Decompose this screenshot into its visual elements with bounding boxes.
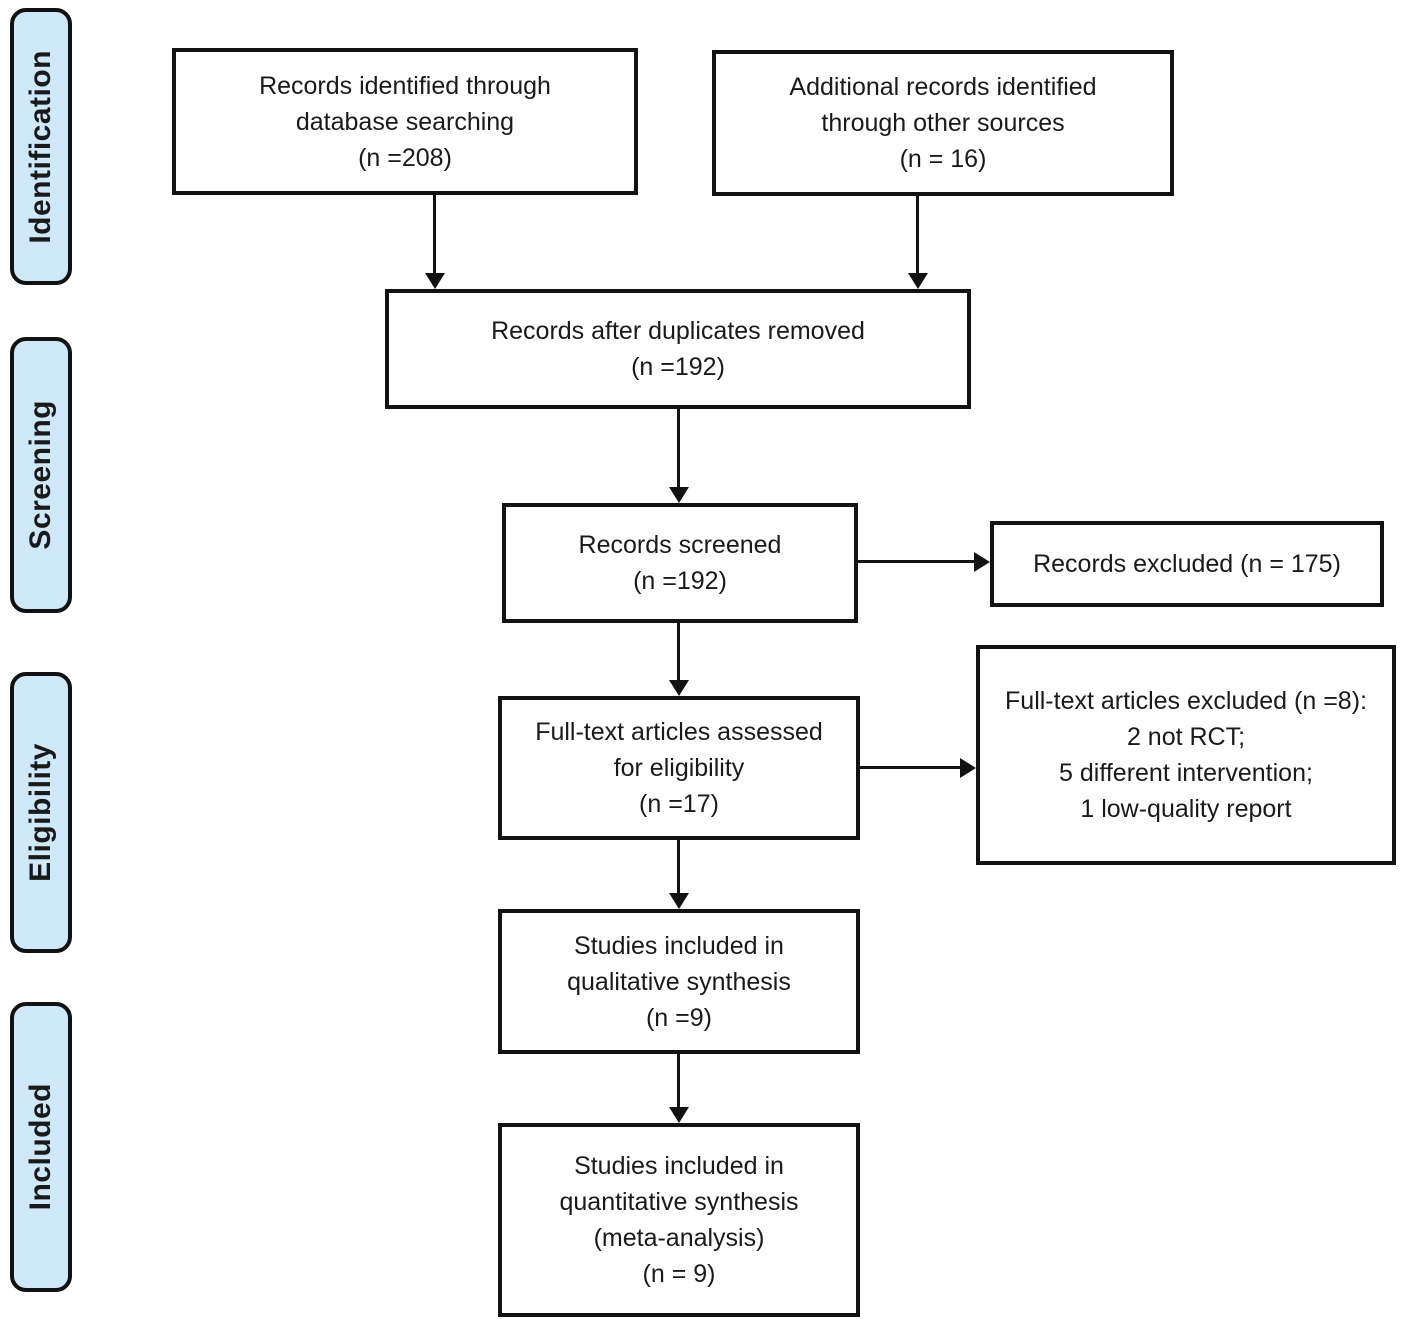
box-qualitative-synthesis-text: Studies included in qualitative synthesi… bbox=[567, 931, 791, 1032]
arrow-fulltext-to-fulltext-excluded bbox=[860, 766, 961, 769]
box-qualitative-synthesis: Studies included in qualitative synthesi… bbox=[498, 909, 860, 1054]
box-duplicates-removed: Records after duplicates removed (n =192… bbox=[385, 289, 971, 409]
arrow-qualitative-to-quantitative bbox=[677, 1054, 680, 1108]
box-quantitative-synthesis-text: Studies included in quantitative synthes… bbox=[559, 1152, 799, 1288]
box-records-screened: Records screened (n =192) bbox=[502, 503, 858, 623]
arrow-database-to-duplicates bbox=[433, 193, 436, 274]
stage-label-screening: Screening bbox=[10, 337, 72, 613]
box-fulltext-assessed: Full-text articles assessed for eligibil… bbox=[498, 696, 860, 840]
stage-label-identification-text: Identification bbox=[24, 49, 57, 244]
arrow-fulltext-to-qualitative bbox=[677, 840, 680, 894]
stage-label-included-text: Included bbox=[24, 1083, 57, 1211]
box-additional-records-text: Additional records identified through ot… bbox=[789, 73, 1097, 173]
stage-label-screening-text: Screening bbox=[24, 400, 57, 550]
box-fulltext-excluded-text: Full-text articles excluded (n =8): 2 no… bbox=[1005, 687, 1367, 823]
box-quantitative-synthesis: Studies included in quantitative synthes… bbox=[498, 1123, 860, 1317]
box-records-identified-text: Records identified through database sear… bbox=[259, 71, 551, 172]
box-records-excluded: Records excluded (n = 175) bbox=[990, 521, 1384, 607]
box-fulltext-excluded: Full-text articles excluded (n =8): 2 no… bbox=[976, 645, 1396, 865]
stage-label-eligibility-text: Eligibility bbox=[24, 743, 57, 882]
stage-label-included: Included bbox=[10, 1002, 72, 1292]
stage-label-identification: Identification bbox=[10, 8, 72, 285]
arrow-other-sources-to-duplicates bbox=[916, 195, 919, 274]
arrow-duplicates-to-screened bbox=[677, 409, 680, 488]
arrow-screened-to-excluded bbox=[858, 560, 975, 563]
box-fulltext-assessed-text: Full-text articles assessed for eligibil… bbox=[535, 718, 823, 818]
stage-label-eligibility: Eligibility bbox=[10, 672, 72, 953]
box-records-screened-text: Records screened (n =192) bbox=[578, 531, 782, 595]
box-additional-records: Additional records identified through ot… bbox=[712, 50, 1174, 196]
box-records-identified: Records identified through database sear… bbox=[172, 48, 638, 195]
arrow-screened-to-fulltext bbox=[677, 623, 680, 681]
box-duplicates-removed-text: Records after duplicates removed (n =192… bbox=[491, 317, 865, 381]
box-records-excluded-text: Records excluded (n = 175) bbox=[1033, 550, 1341, 578]
